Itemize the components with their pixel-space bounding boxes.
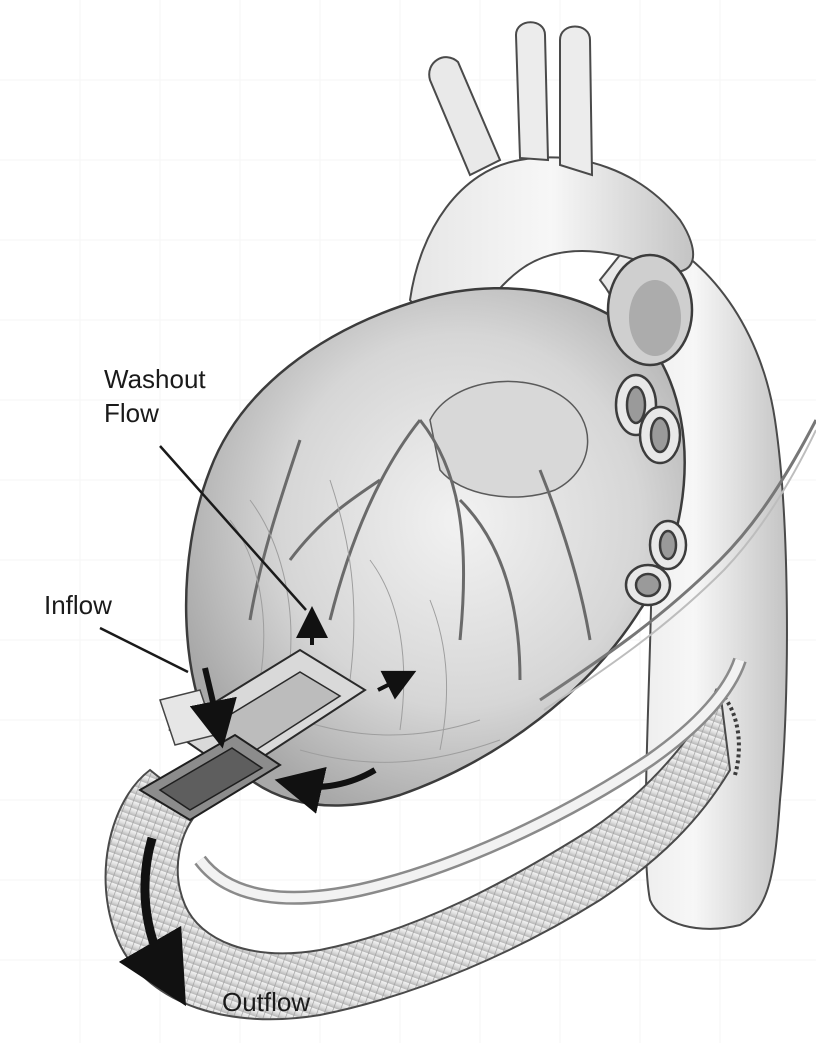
carotid-artery — [516, 22, 548, 160]
outflow-label: Outflow — [222, 985, 310, 1019]
brachiocephalic-artery — [429, 57, 500, 175]
subclavian-artery — [560, 27, 592, 176]
left-atrium — [430, 381, 588, 497]
inflow-leader — [100, 628, 188, 672]
washout-label-line2: Flow — [104, 396, 206, 430]
inflow-label: Inflow — [44, 588, 112, 622]
washout-flow-label: Washout Flow — [104, 362, 206, 430]
washout-label-line1: Washout — [104, 362, 206, 396]
